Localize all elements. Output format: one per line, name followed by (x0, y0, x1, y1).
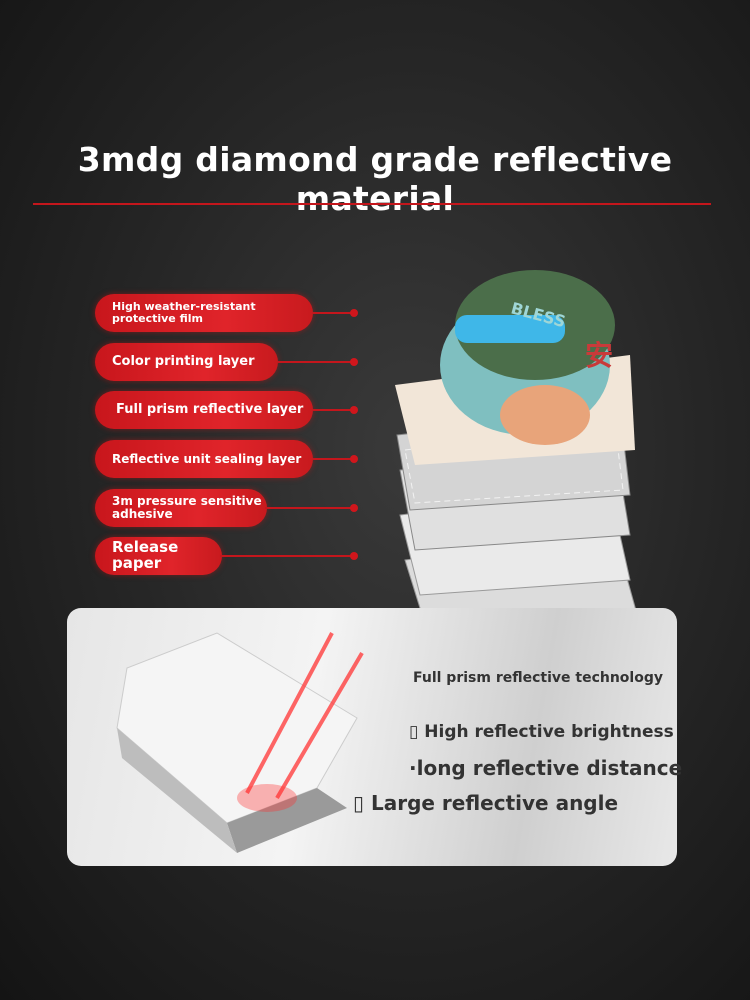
leader-line (313, 458, 353, 460)
leader-dot (350, 358, 358, 366)
page-title: 3mdg diamond grade reflective material (77, 140, 673, 218)
light-ray-icon (245, 632, 334, 794)
prism-diagram (116, 632, 364, 853)
layer-label-sealing-layer: Reflective unit sealing layer (95, 440, 313, 478)
leader-line (220, 555, 353, 557)
layer-label-adhesive: 3m pressure sensitive adhesive (95, 489, 267, 527)
layer-label-color-printing: Color printing layer (95, 343, 278, 381)
feature-distance: ·long reflective distance (409, 756, 683, 780)
title-divider (33, 203, 711, 205)
layer-label-release-paper: Release paper (95, 537, 222, 575)
technology-panel: Full prism reflective technology ▯ High … (67, 608, 682, 866)
leader-dot (350, 309, 358, 317)
layer-stack-illustration: BLESS 安 (395, 270, 641, 641)
panel-heading: Full prism reflective technology (413, 670, 663, 686)
layer-label-prism-layer: Full prism reflective layer (95, 391, 313, 429)
feature-angle: ▯ Large reflective angle (353, 791, 619, 815)
layer-label-protective-film: High weather-resistant protective film (95, 294, 313, 332)
leader-line (313, 409, 353, 411)
leader-dot (350, 455, 358, 463)
leader-line (265, 507, 353, 509)
helmet-char: 安 (585, 339, 613, 372)
leader-dot (350, 406, 358, 414)
light-ray-icon (275, 651, 364, 800)
cat-illustration: BLESS 安 (440, 270, 615, 445)
feature-brightness: ▯ High reflective brightness (409, 722, 674, 742)
leader-dot (350, 552, 358, 560)
leader-line (278, 361, 353, 363)
leader-dot (350, 504, 358, 512)
leader-line (313, 312, 353, 314)
